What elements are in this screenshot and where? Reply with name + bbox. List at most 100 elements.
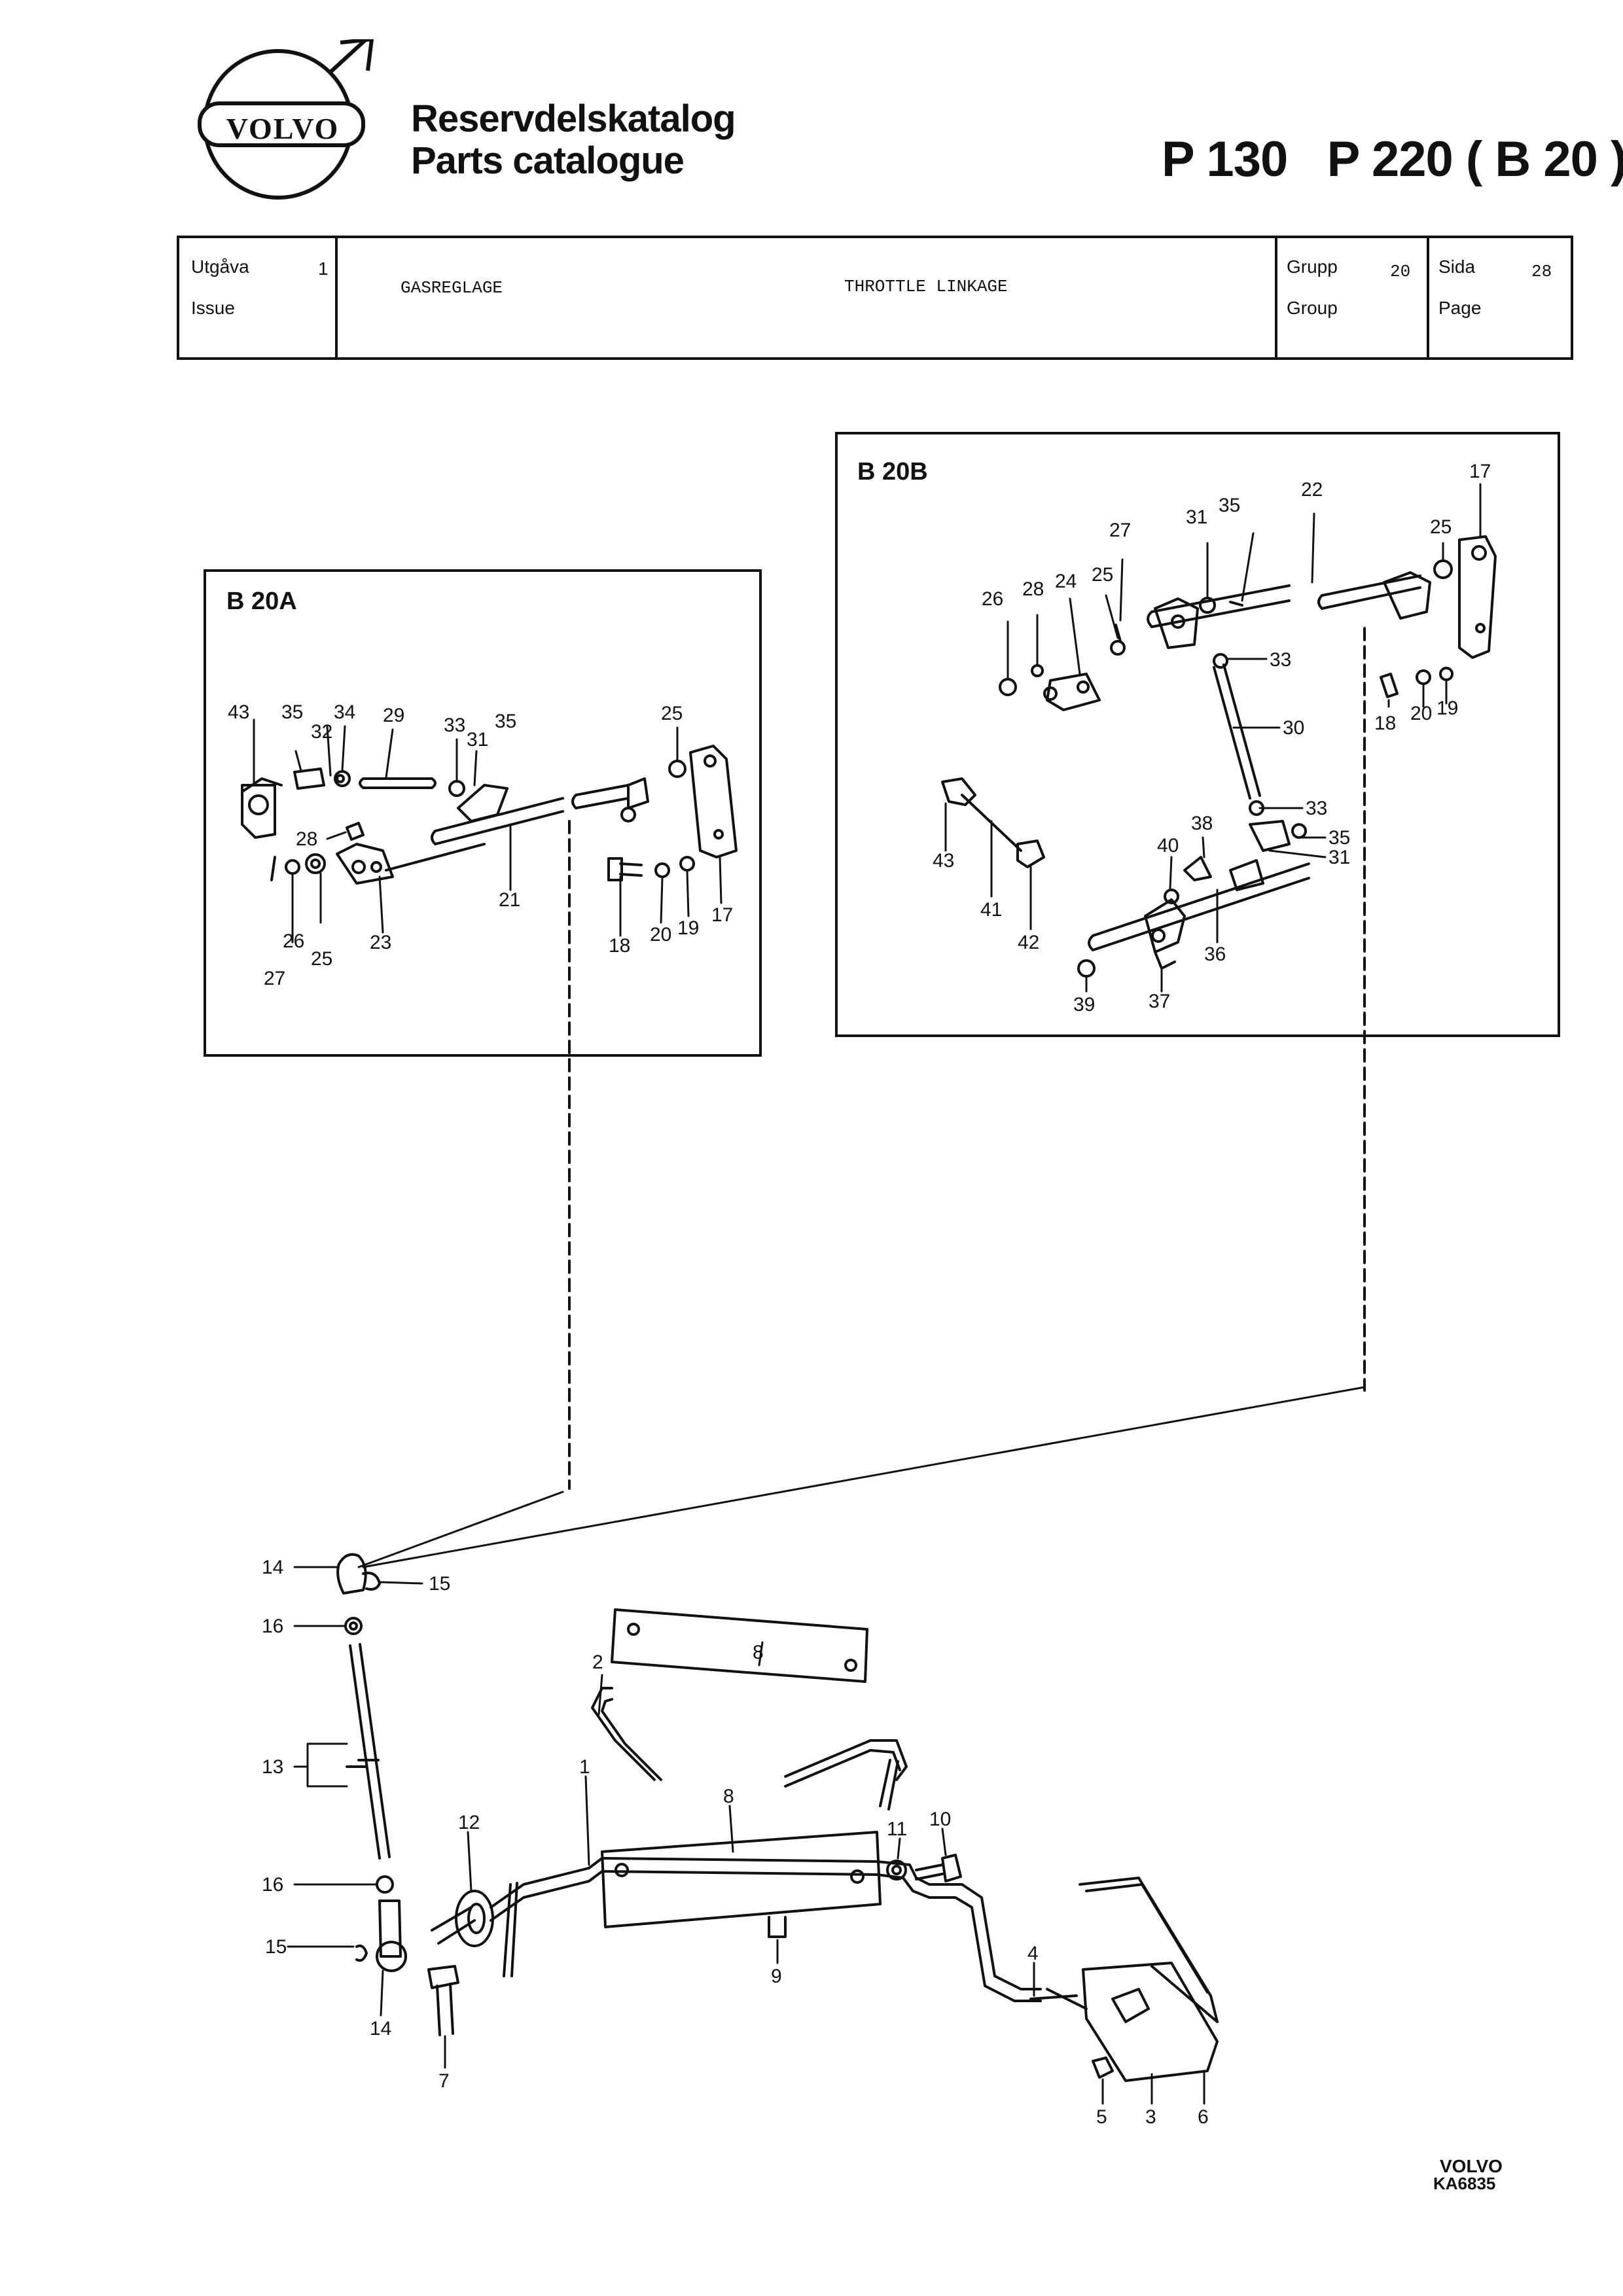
callout: 3 (1145, 2106, 1156, 2128)
table-divider (1275, 236, 1277, 360)
page-label-en: Page (1438, 298, 1482, 318)
callout: 20 (1410, 703, 1432, 724)
callout: 15 (265, 1936, 287, 1958)
callout: 17 (711, 904, 733, 926)
callout: 11 (887, 1818, 907, 1840)
callout: 40 (1157, 835, 1179, 857)
brand-wordmark: VOLVO (226, 112, 340, 145)
callout: 8 (753, 1642, 764, 1663)
callout: 34 (334, 701, 355, 723)
info-table (177, 236, 1573, 360)
callout: 17 (1469, 461, 1491, 482)
issue-label-sv: Utgåva (191, 256, 249, 277)
callout: 18 (1374, 713, 1396, 734)
callout: 25 (311, 948, 332, 970)
callout: 6 (1198, 2106, 1209, 2128)
callout: 36 (1204, 944, 1226, 965)
inset-a-parts (241, 745, 738, 885)
callout: 20 (650, 924, 671, 945)
callout: 42 (1018, 932, 1039, 953)
model-designation: P 130 P 220 ( B 20 ) (1162, 132, 1623, 187)
callout: 25 (1430, 516, 1452, 538)
inset-b-parts (941, 535, 1497, 978)
callout: 18 (609, 935, 630, 957)
callout: 23 (370, 932, 391, 953)
callout: 33 (1306, 798, 1327, 819)
callout: 30 (1283, 717, 1304, 739)
link-lines (568, 627, 1366, 1490)
volvo-logo: VOLVO (190, 39, 386, 209)
callout: 21 (499, 889, 520, 911)
callout: 24 (1055, 571, 1077, 592)
callout: 35 (281, 701, 303, 723)
inset-b20b-title: B 20B (857, 458, 928, 486)
title-swedish: Reservdelskatalog (411, 97, 736, 140)
callout: 31 (1329, 847, 1350, 868)
callout: 29 (383, 705, 404, 726)
group-label-sv: Grupp (1287, 256, 1338, 277)
table-divider (335, 236, 338, 360)
callout: 32 (311, 721, 332, 743)
title-english: Parts catalogue (411, 139, 685, 182)
group-label-en: Group (1287, 298, 1338, 318)
callout: 38 (1191, 813, 1213, 834)
callout: 16 (262, 1874, 283, 1896)
callout: 33 (444, 715, 465, 736)
callout: 9 (771, 1966, 782, 1987)
callout: 16 (262, 1616, 283, 1637)
callout: 35 (1219, 495, 1240, 516)
page-value: 28 (1531, 262, 1552, 281)
callout: 28 (1022, 578, 1044, 600)
page-label-sv: Sida (1438, 256, 1476, 277)
callout: 25 (1092, 564, 1113, 586)
callout: 15 (429, 1573, 450, 1595)
callout: 22 (1301, 479, 1323, 501)
footer-drawing-code: KA6835 (1433, 2174, 1496, 2193)
inset-b20b (835, 432, 1560, 1037)
callout: 35 (495, 711, 516, 732)
part-name-en: THROTTLE LINKAGE (844, 277, 1008, 296)
issue-label-en: Issue (191, 298, 235, 318)
callout: 19 (677, 917, 699, 939)
callout: 26 (283, 930, 304, 952)
volvo-logo-graphic (198, 39, 374, 200)
callout: 39 (1073, 994, 1095, 1016)
callout: 5 (1096, 2106, 1107, 2128)
callout: 2 (592, 1651, 603, 1673)
callout: 28 (296, 828, 317, 850)
inset-b20a (204, 569, 762, 1057)
callout: 27 (1109, 520, 1131, 541)
callout: 4 (1027, 1943, 1039, 1964)
callout: 25 (661, 703, 683, 724)
callout: 31 (467, 729, 488, 751)
footer-brand: VOLVO (1440, 2156, 1503, 2176)
callout: 19 (1436, 698, 1458, 719)
part-name-sv: GASREGLAGE (401, 278, 503, 298)
issue-value: 1 (318, 258, 329, 279)
callout: 33 (1270, 649, 1291, 671)
callout: 43 (228, 701, 249, 723)
table-divider (1427, 236, 1429, 360)
callout: 1 (579, 1756, 590, 1778)
callout-leaders (253, 483, 1482, 2105)
callout: 27 (264, 968, 285, 989)
callout: 13 (262, 1756, 283, 1778)
callout: 31 (1186, 506, 1207, 528)
main-assembly-parts (336, 1553, 1219, 2082)
callout: 14 (370, 2018, 391, 2040)
callout: 43 (933, 850, 954, 872)
callout: 37 (1149, 991, 1170, 1012)
callout: 26 (982, 588, 1003, 610)
callout: 12 (458, 1812, 480, 1833)
callout: 8 (723, 1786, 734, 1807)
callout: 35 (1329, 827, 1350, 849)
inset-b20a-title: B 20A (226, 588, 297, 615)
main-callouts: 14 15 16 13 16 15 14 12 1 2 8 8 11 10 9 … (262, 1557, 1209, 2128)
callout: 14 (262, 1557, 283, 1578)
group-value: 20 (1390, 262, 1411, 281)
callout: 10 (929, 1809, 951, 1830)
inset-a-callouts: 43 35 32 34 29 33 31 35 25 28 26 25 27 2… (228, 701, 733, 989)
callout: 41 (980, 899, 1002, 921)
inset-b-callouts: 17 22 35 31 27 25 24 28 26 25 33 30 18 2… (933, 461, 1491, 1016)
